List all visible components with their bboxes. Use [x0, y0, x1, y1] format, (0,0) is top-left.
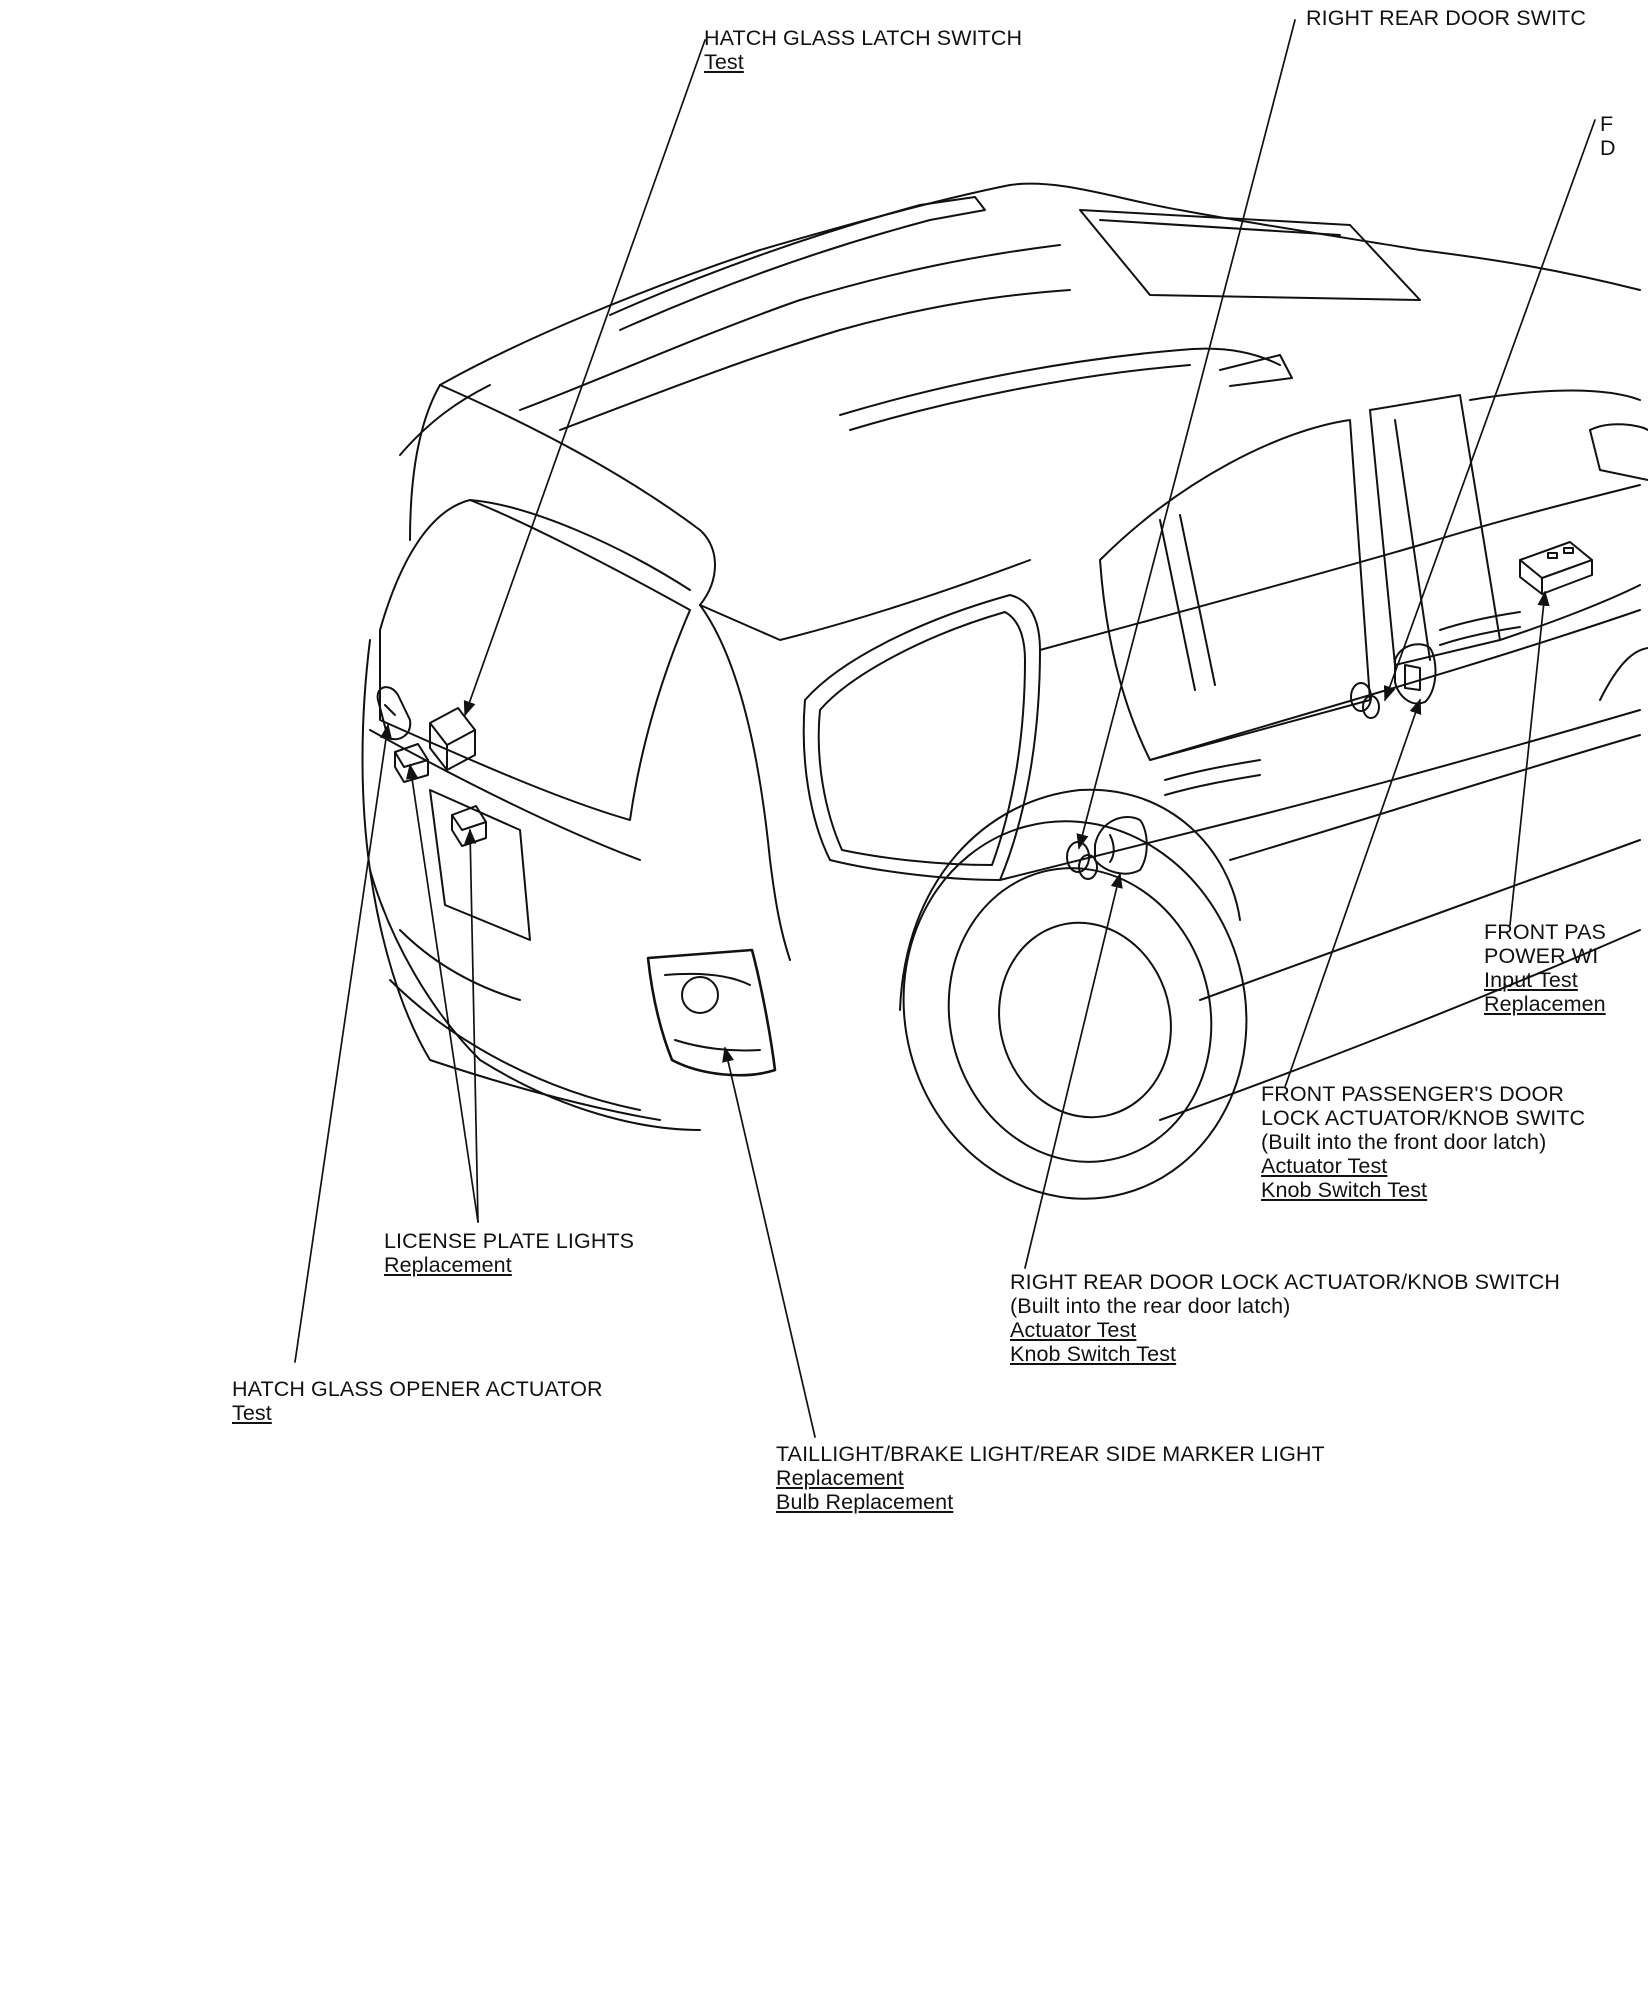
callout-title: HATCH GLASS OPENER ACTUATOR — [232, 1377, 603, 1401]
right-rear-door-lock-part — [1094, 816, 1148, 875]
leader-hatch-glass-opener-actuator — [294, 723, 393, 1363]
callout-title: RIGHT REAR DOOR LOCK ACTUATOR/KNOB SWITC… — [1010, 1270, 1561, 1294]
leader-right-rear-door-switch — [1076, 19, 1296, 850]
callout-line: FRONT PAS — [1484, 920, 1606, 944]
callout-line: POWER WI — [1484, 944, 1599, 968]
leader-front-passenger-door-lock — [1284, 698, 1422, 1088]
callout-license-plate-lights: LICENSE PLATE LIGHTS Replacement — [384, 1229, 634, 1277]
leader-license-plate-light-right — [464, 828, 479, 1223]
front-passenger-power-window-switch-part — [1519, 541, 1593, 595]
actuator-test-link[interactable]: Actuator Test — [1261, 1154, 1388, 1178]
callout-front-passenger-power-window: FRONT PAS POWER WI Input Test Replacemen — [1484, 920, 1644, 1016]
test-link[interactable]: Test — [704, 50, 744, 74]
callout-line: LOCK ACTUATOR/KNOB SWITC — [1261, 1106, 1586, 1130]
replacement-link[interactable]: Replacemen — [1484, 992, 1606, 1016]
hatch-glass-latch-switch-part — [429, 707, 476, 771]
callout-note: (Built into the rear door latch) — [1010, 1294, 1291, 1318]
test-link[interactable]: Test — [232, 1401, 272, 1425]
leader-taillight — [722, 1046, 816, 1438]
callout-line: F — [1600, 112, 1614, 136]
leader-front-passenger-door-switch — [1383, 119, 1596, 702]
leader-hatch-glass-latch-switch — [463, 39, 706, 717]
callout-right-rear-door-lock: RIGHT REAR DOOR LOCK ACTUATOR/KNOB SWITC… — [1010, 1270, 1560, 1366]
replacement-link[interactable]: Replacement — [776, 1466, 904, 1490]
leader-power-window-switch — [1509, 590, 1550, 926]
license-plate-light-right — [451, 805, 487, 847]
callout-note: (Built into the front door latch) — [1261, 1130, 1547, 1154]
bulb-replacement-link[interactable]: Bulb Replacement — [776, 1490, 954, 1514]
callout-cut-off-label: F D — [1600, 112, 1616, 160]
leader-right-rear-door-lock — [1024, 872, 1123, 1269]
callout-front-passenger-door-lock: FRONT PASSENGER'S DOOR LOCK ACTUATOR/KNO… — [1261, 1082, 1585, 1202]
leader-lines — [294, 19, 1596, 1438]
callout-right-rear-door-switch: RIGHT REAR DOOR SWITC — [1306, 6, 1586, 30]
knob-switch-test-link[interactable]: Knob Switch Test — [1261, 1178, 1428, 1202]
front-passenger-door-switch-part — [1350, 682, 1380, 719]
hatch-glass-opener-actuator-part — [376, 686, 412, 740]
callout-line: D — [1600, 136, 1616, 160]
license-plate-light-left — [394, 743, 429, 783]
callout-taillight: TAILLIGHT/BRAKE LIGHT/REAR SIDE MARKER L… — [776, 1442, 1325, 1514]
callout-title: RIGHT REAR DOOR SWITC — [1306, 6, 1587, 30]
replacement-link[interactable]: Replacement — [384, 1253, 512, 1277]
input-test-link[interactable]: Input Test — [1484, 968, 1578, 992]
callout-hatch-glass-latch-switch: HATCH GLASS LATCH SWITCH Test — [704, 26, 1022, 74]
callout-title: TAILLIGHT/BRAKE LIGHT/REAR SIDE MARKER L… — [776, 1442, 1325, 1466]
callout-title: LICENSE PLATE LIGHTS — [384, 1229, 635, 1253]
callout-title: HATCH GLASS LATCH SWITCH — [704, 26, 1023, 50]
knob-switch-test-link[interactable]: Knob Switch Test — [1010, 1342, 1177, 1366]
leader-license-plate-light-left — [405, 763, 479, 1223]
front-passenger-door-lock-part — [1394, 643, 1437, 705]
actuator-test-link[interactable]: Actuator Test — [1010, 1318, 1137, 1342]
callout-hatch-glass-opener-actuator: HATCH GLASS OPENER ACTUATOR Test — [232, 1377, 603, 1425]
vehicle-body — [361, 182, 1648, 1200]
callout-line: FRONT PASSENGER'S DOOR — [1261, 1082, 1564, 1106]
